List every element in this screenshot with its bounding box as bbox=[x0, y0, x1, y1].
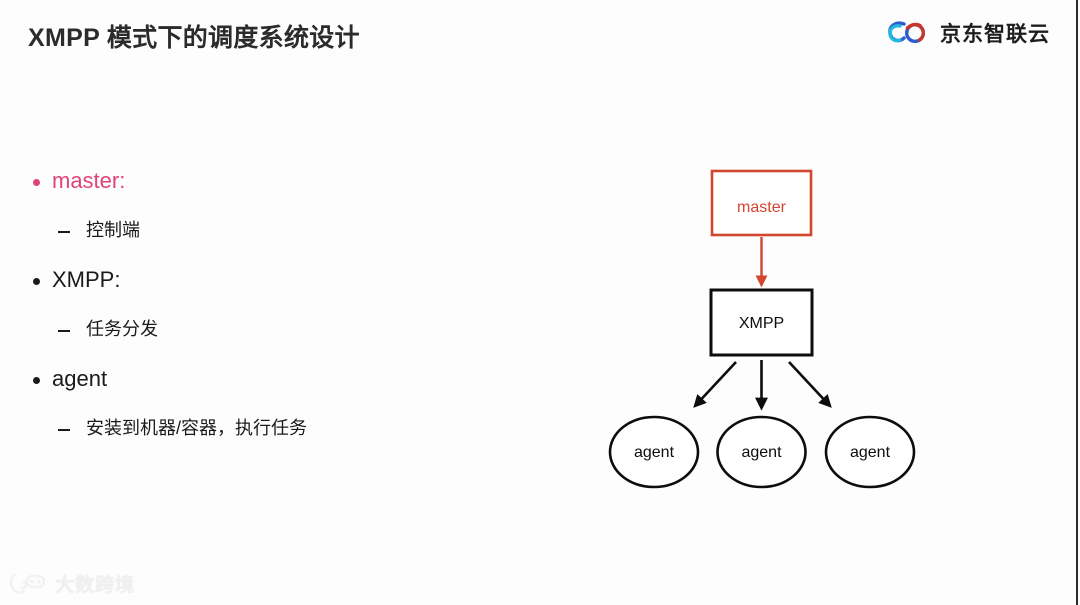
diagram-node-agent-center-label: agent bbox=[741, 444, 782, 461]
diagram-node-agent-left: agent bbox=[608, 415, 700, 489]
list-item: agent bbox=[30, 368, 450, 390]
diagram-edge-xmpp-agent-right bbox=[788, 361, 832, 408]
diagram-node-agent-right-label: agent bbox=[850, 444, 891, 461]
list-item: master: bbox=[30, 170, 450, 192]
diagram-node-master-label: master bbox=[737, 199, 787, 216]
brand-logo: 京东智联云 bbox=[887, 18, 1050, 48]
diagram-node-master: master bbox=[710, 169, 813, 237]
dashujingjing-logo-icon bbox=[8, 571, 48, 597]
diagram-node-xmpp-label: XMPP bbox=[739, 315, 784, 332]
list-item: 控制端 bbox=[30, 221, 450, 239]
list-item: 安装到机器/容器，执行任务 bbox=[30, 419, 450, 437]
watermark: 大数跨境 bbox=[8, 570, 135, 597]
watermark-text: 大数跨境 bbox=[55, 575, 136, 596]
diagram-node-agent-left-label: agent bbox=[634, 444, 675, 461]
architecture-diagram: master XMPP agent agent bbox=[560, 150, 1020, 520]
diagram-edge-xmpp-agent-left bbox=[693, 361, 737, 408]
diagram-node-agent-center: agent bbox=[716, 415, 807, 489]
right-edge-strip bbox=[1076, 0, 1078, 605]
bullet-list: master: 控制端 XMPP: 任务分发 agent 安装到机器/容器，执行… bbox=[30, 170, 450, 467]
jd-cloud-logo-icon bbox=[887, 18, 931, 48]
diagram-node-xmpp: XMPP bbox=[709, 288, 814, 357]
list-item: 任务分发 bbox=[30, 320, 450, 338]
list-item: XMPP: bbox=[30, 269, 450, 291]
brand-name: 京东智联云 bbox=[940, 23, 1050, 46]
page-title: XMPP 模式下的调度系统设计 bbox=[28, 24, 360, 52]
diagram-node-agent-right: agent bbox=[824, 415, 916, 489]
